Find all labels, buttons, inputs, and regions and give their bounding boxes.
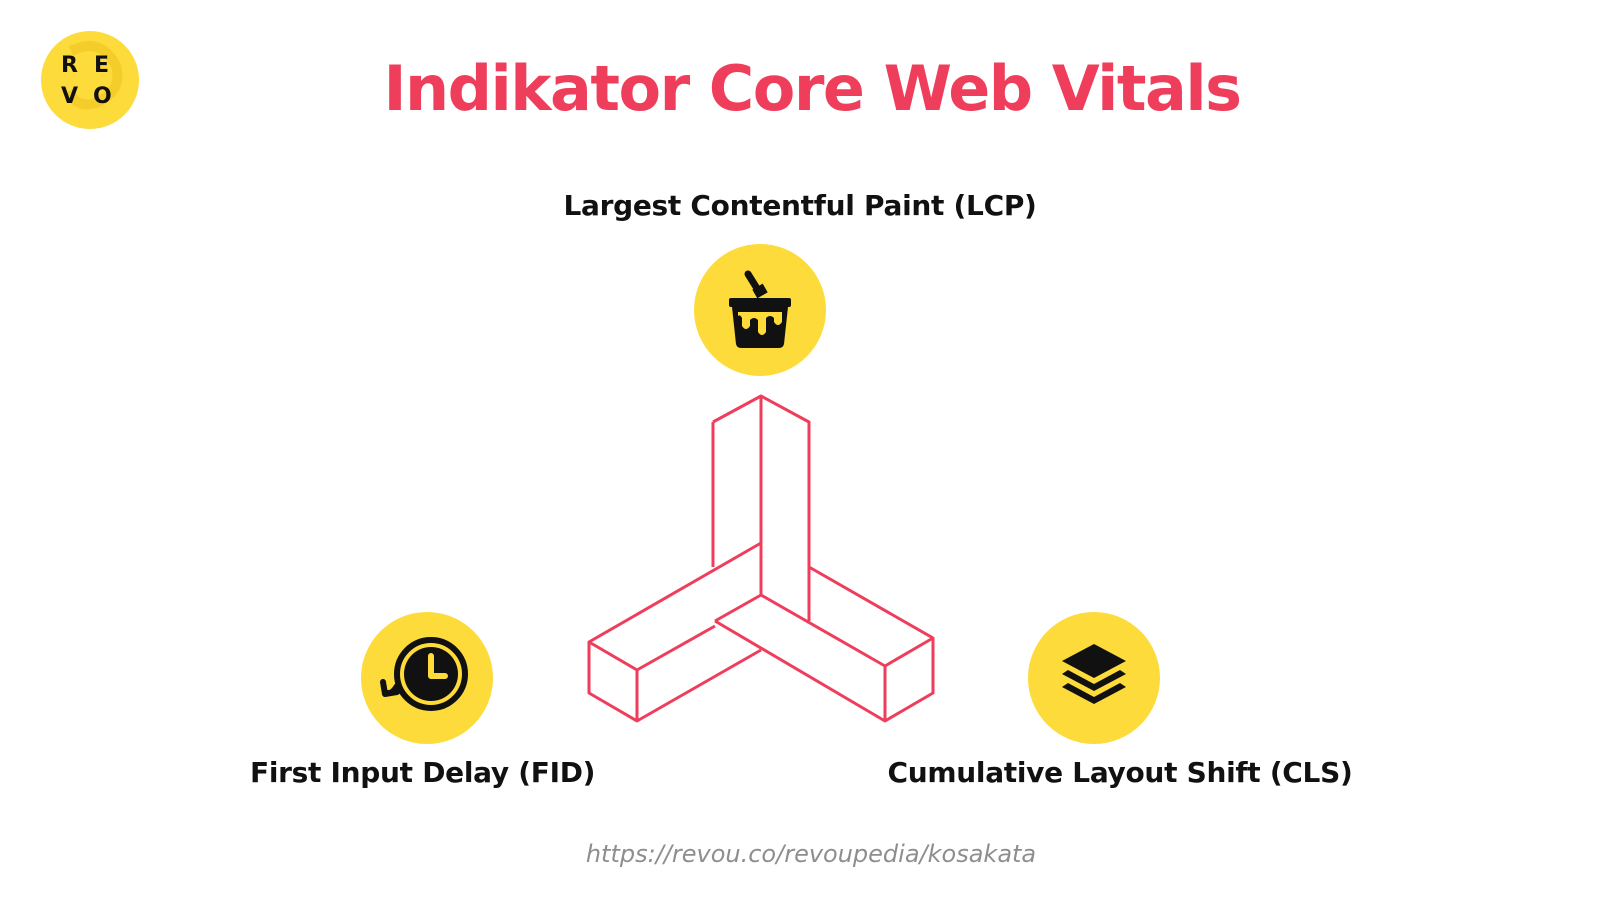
cls-label: Cumulative Layout Shift (CLS) bbox=[887, 756, 1353, 789]
logo-letter-o: O bbox=[93, 84, 112, 109]
logo-letter-e: E bbox=[94, 53, 110, 78]
fid-icon-circle bbox=[361, 612, 493, 744]
logo-letter-r: R bbox=[61, 53, 78, 78]
layers-icon bbox=[1062, 644, 1126, 704]
logo-swirl-graphic bbox=[64, 41, 123, 110]
page-title: Indikator Core Web Vitals bbox=[383, 52, 1242, 125]
revou-logo: R E V O bbox=[41, 31, 139, 129]
fid-label: First Input Delay (FID) bbox=[250, 756, 596, 789]
lcp-label: Largest Contentful Paint (LCP) bbox=[563, 189, 1037, 222]
cls-icon-circle bbox=[1028, 612, 1160, 744]
clock-history-icon bbox=[380, 637, 468, 711]
paint-bucket-icon bbox=[729, 270, 791, 348]
source-url: https://revou.co/revoupedia/kosakata bbox=[585, 840, 1037, 868]
lcp-icon-circle bbox=[694, 244, 826, 376]
logo-letter-v: V bbox=[61, 84, 79, 109]
